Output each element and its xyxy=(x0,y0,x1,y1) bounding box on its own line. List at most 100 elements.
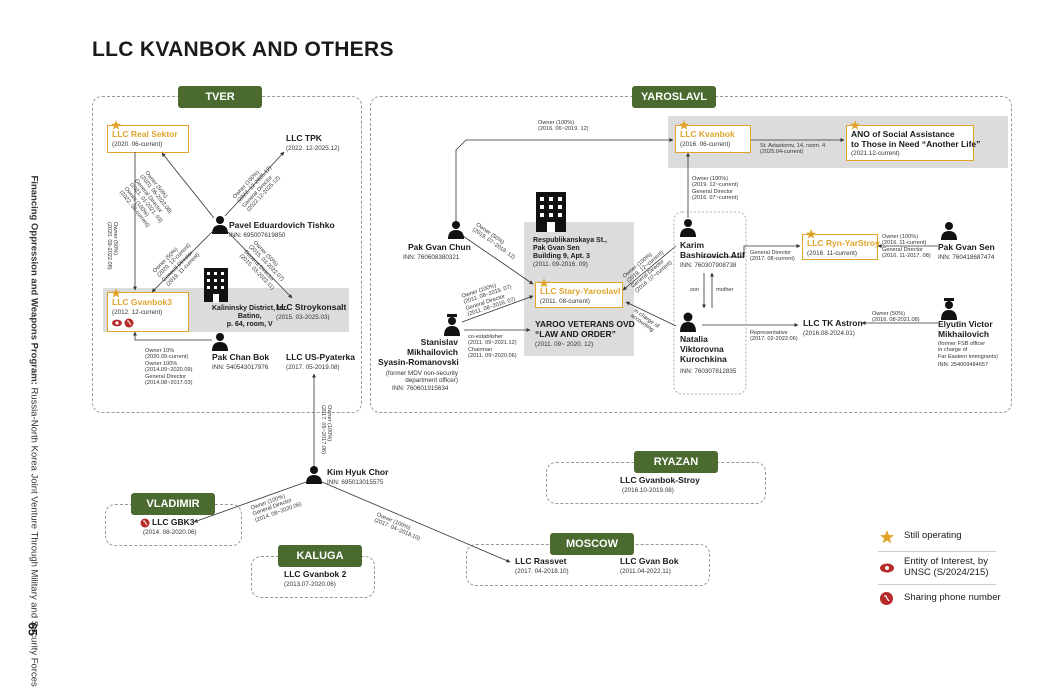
stary-date: (2011. 08-current) xyxy=(540,298,590,305)
family-group-box xyxy=(673,211,747,395)
stroykonsalt-date: (2015. 03-2025.03) xyxy=(276,314,330,321)
kvanbok-box xyxy=(675,125,751,153)
person-icon xyxy=(306,466,322,484)
kvanbok-name: LLC Kvanbok xyxy=(680,129,735,139)
gvanbok3-date: (2012. 12-current) xyxy=(112,309,163,316)
building-icon xyxy=(204,268,228,302)
gvanbok2-name: LLC Gvanbok 2 xyxy=(284,569,347,579)
rassvet-name: LLC Rassvet xyxy=(515,556,567,566)
connection-lines xyxy=(133,138,938,563)
stroykonsalt-name: LLC Stroykonsalt xyxy=(276,302,347,312)
ryn-box xyxy=(802,234,878,260)
gvanbok-stroy-name: LLC Gvanbok-Stroy xyxy=(620,475,700,485)
edge-chun-kvanbok xyxy=(455,138,674,221)
edge-syasin-stary xyxy=(461,295,534,323)
edge-tishko-gvanbok3 xyxy=(151,231,213,293)
phone-icon xyxy=(140,518,150,528)
kim-inn: INN: 695013015575 xyxy=(327,479,384,486)
edge-natalia-stary xyxy=(625,301,677,327)
gbk3-date: (2014. 08-2020.06) xyxy=(143,529,197,536)
tver-address: Kalininsky District, ter.Batino,p. 64, r… xyxy=(212,305,288,329)
ano-box xyxy=(846,125,974,161)
label-elyutin-astron: Owner (50%)(2016. 08-2021.08) xyxy=(872,311,920,324)
gbk3-name: LLC GBK3 xyxy=(152,517,195,527)
legend-sharing-phone: Sharing phone number xyxy=(904,592,1001,603)
building-icon xyxy=(536,192,566,232)
star-icon xyxy=(111,120,121,130)
edge-tishko-tpk xyxy=(224,151,285,217)
gvanbok3-name: LLC Gvanbok3 xyxy=(112,297,172,307)
label-son: son xyxy=(690,287,700,293)
tpk-date: (2022. 12-2025.12) xyxy=(286,145,340,152)
person-icon xyxy=(448,221,464,239)
rassvet-date: (2017. 04-2018.10) xyxy=(515,568,569,575)
pak-gvan-chun-inn: INN: 760608380321 xyxy=(403,254,460,261)
us-pyaterka-name: LLC US-Pyaterka xyxy=(286,352,355,362)
gvanbok2-date: (2013.07-2020.06) xyxy=(284,581,336,588)
karim-inn: INN: 760307908738 xyxy=(680,262,737,269)
label-owner-left: Owner (50%)(2020. 09-2022.08) xyxy=(105,222,118,270)
pak-gvan-sen-inn: INN: 760418687474 xyxy=(938,254,995,261)
legend-divider xyxy=(878,584,996,585)
star-icon xyxy=(111,288,121,298)
elyutin-inn: INN: 254009484657 xyxy=(938,362,989,368)
edge-kim-rassvet xyxy=(321,481,511,563)
eye-and-phone-icons xyxy=(112,318,134,328)
edge-tishko-stroykonsalt xyxy=(227,231,293,299)
diagram-canvas: Financing Oppression and Weapons Program… xyxy=(26,38,1012,687)
respublik-date: (2011. 09-2016. 09) xyxy=(533,261,588,268)
ano-date: (2021.12-current) xyxy=(851,150,900,157)
edge-karim-ryn xyxy=(702,244,801,258)
legend-divider xyxy=(878,551,996,552)
ryn-name: LLC Ryn-YarStroy xyxy=(807,238,880,248)
gvan-bok-name: LLC Gvan Bok xyxy=(620,556,679,566)
real-sektor-box xyxy=(107,125,189,153)
pak-gvan-chun-name: Pak Gvan Chun xyxy=(408,242,471,252)
person-icon xyxy=(212,333,228,351)
kim-name: Kim Hyuk Chor xyxy=(327,467,389,477)
eye-icon xyxy=(880,563,894,573)
edge-karim-stary xyxy=(622,245,677,291)
star-icon xyxy=(679,120,689,130)
astron-name: LLC TK Astron xyxy=(803,318,863,328)
label-karim-ryn: General Director(2017. 08-current) xyxy=(750,250,795,263)
kvanbok-date: (2016. 06-current) xyxy=(680,141,731,148)
legend-still-operating: Still operating xyxy=(904,530,962,541)
label-kim-uspyaterka: Owner (100%)(2017. 05~2017.06) xyxy=(319,405,332,454)
astron-date: (2016.08-2024.01) xyxy=(803,330,855,337)
gvan-bok-date: (2011.04-2022.11) xyxy=(620,568,671,575)
region-label-yaroslavl: YAROSLAVL xyxy=(632,86,716,108)
pak-chan-bok-inn: INN: 540543017976 xyxy=(212,364,269,371)
ryn-date: (2016. 11-current) xyxy=(807,250,857,257)
region-label-moscow: MOSCOW xyxy=(550,533,634,555)
syasin-inn: INN: 760601915634 xyxy=(392,385,449,392)
person-icon xyxy=(212,216,228,234)
stary-box xyxy=(535,282,623,308)
tishko-name: Pavel Eduardovich Tishko xyxy=(229,220,335,230)
eye-icon xyxy=(112,319,122,327)
person-icon xyxy=(680,312,696,332)
edge-kim-gbk3 xyxy=(193,481,307,523)
person-icon xyxy=(680,219,696,237)
page-title: LLC KVANBOK AND OTHERS xyxy=(92,38,394,61)
edge-pak-gvanbok3 xyxy=(133,331,212,341)
tishko-inn: INN: 695007619850 xyxy=(229,232,286,239)
natalia-inn: INN: 760307812835 xyxy=(680,368,737,375)
pak-gvan-sen-name: Pak Gvan Sen xyxy=(938,242,995,252)
kvanbok-address: St. Aviastorov, 14, room. 4(2025.04-curr… xyxy=(760,143,826,156)
gvanbok3-box xyxy=(107,292,189,332)
stary-name: LLC Stary-Yaroslavl xyxy=(540,286,621,296)
officer-icon xyxy=(444,314,460,336)
edge-chun-stary xyxy=(462,235,534,285)
region-label-kaluga: KALUGA xyxy=(278,545,362,567)
phone-icon xyxy=(880,592,893,605)
label-natalia-astron: Representative(2017. 02-2022.06) xyxy=(750,330,798,343)
region-label-tver: TVER xyxy=(178,86,262,108)
tpk-name: LLC TPK xyxy=(286,133,322,143)
